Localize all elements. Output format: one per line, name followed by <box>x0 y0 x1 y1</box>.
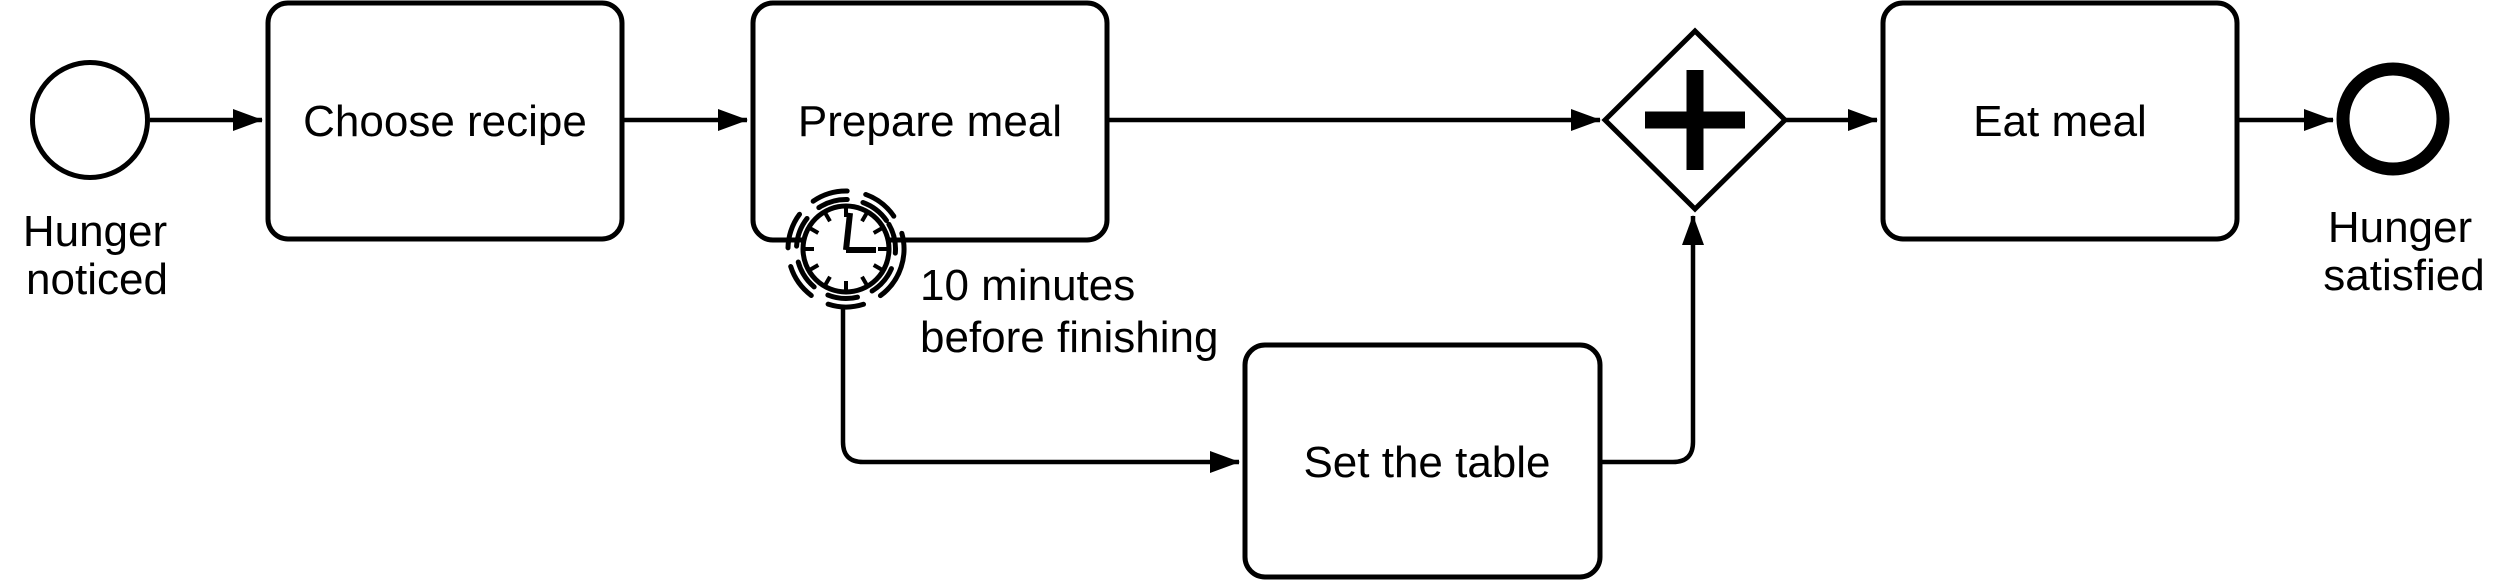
flow-set-the-table-to-gateway[interactable] <box>1600 215 1704 465</box>
task-prepare-meal[interactable]: Prepare meal <box>750 0 1110 243</box>
timer-label-line1: 10 minutes <box>920 261 1135 310</box>
task-eat-meal-label: Eat meal <box>1973 97 2147 146</box>
timer-label-line2: before finishing <box>920 313 1218 362</box>
parallel-gateway[interactable] <box>1601 27 1789 213</box>
timer-outer-dashed-ring <box>785 188 907 310</box>
task-prepare-meal-label: Prepare meal <box>798 97 1062 146</box>
task-eat-meal[interactable]: Eat meal <box>1880 0 2240 242</box>
start-event-label-line2: noticed <box>26 255 168 304</box>
timer-boundary-event[interactable] <box>773 176 919 322</box>
plus-icon <box>1645 70 1745 170</box>
clock-icon <box>800 203 892 295</box>
task-set-the-table-label: Set the table <box>1303 438 1550 487</box>
task-choose-recipe-label: Choose recipe <box>303 97 587 146</box>
flow-timer-to-set-the-table[interactable] <box>840 306 1240 473</box>
end-event-label-line1: Hunger <box>2328 203 2472 252</box>
end-event[interactable] <box>2336 62 2450 176</box>
clock-hands <box>843 212 876 253</box>
task-choose-recipe[interactable]: Choose recipe <box>265 0 625 242</box>
task-set-the-table[interactable]: Set the table <box>1242 342 1603 580</box>
timer-inner-dashed-ring <box>794 197 898 301</box>
start-event[interactable] <box>30 60 150 180</box>
start-event-label-line1: Hunger <box>23 207 167 256</box>
end-event-label-line2: satisfied <box>2323 251 2484 300</box>
